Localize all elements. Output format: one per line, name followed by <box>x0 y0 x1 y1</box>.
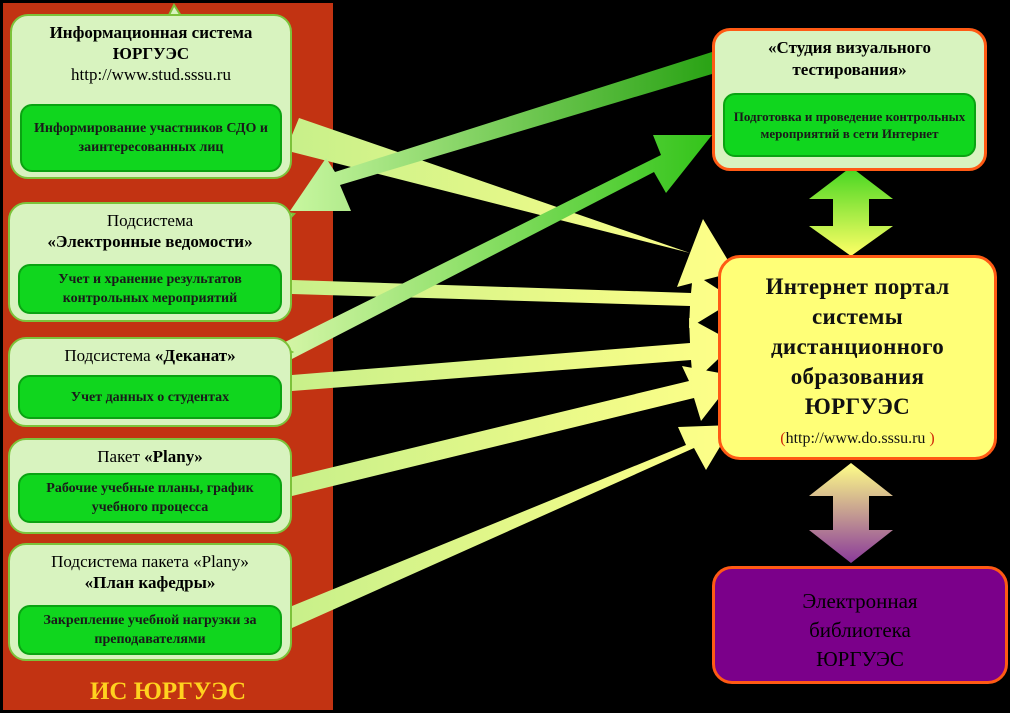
portal-url-line: (http://www.do.sssu.ru ) <box>721 430 994 448</box>
vedomosti-title-2: «Электронные ведомости» <box>47 232 253 251</box>
node-portal: Интернет портал системы дистанционного о… <box>718 255 997 460</box>
arrow-dekanat-to-portal <box>292 318 735 391</box>
plany-title-prefix: Пакет <box>97 447 145 466</box>
node-library: Электронная библиотека ЮРГУЭС <box>712 566 1008 684</box>
portal-url: http://www.do.sssu.ru <box>785 430 930 447</box>
portal-url-open: ( <box>780 430 786 447</box>
arrow-studio-to-vedomosti <box>290 52 712 211</box>
info-system-url: http://www.stud.sssu.ru <box>71 65 231 84</box>
info-system-title-2: ЮРГУЭС <box>112 44 190 63</box>
plan-kafedry-title: «План кафедры» <box>84 573 216 592</box>
node-dekanat: Подсистема «Деканат» Учет данных о студе… <box>8 337 292 427</box>
portal-title-3: дистанционного <box>770 334 944 359</box>
dekanat-desc: Учет данных о студентах <box>18 375 282 419</box>
arrow-plany-to-portal <box>292 366 736 496</box>
node-plan-kafedry: Подсистема пакета «Plany» «План кафедры»… <box>8 543 292 661</box>
dekanat-title: «Деканат» <box>154 346 236 365</box>
library-title-3: ЮРГУЭС <box>816 647 904 671</box>
studio-title-1: «Студия визуального <box>768 38 931 57</box>
arrow-studio-portal-double <box>809 167 893 256</box>
portal-title-5: ЮРГУЭС <box>804 394 911 419</box>
library-title-1: Электронная <box>802 589 918 613</box>
plan-kafedry-title-1: Подсистема пакета «Plany» <box>51 552 249 571</box>
arrow-plankafedry-to-portal <box>292 425 733 628</box>
plany-desc: Рабочие учебные планы, график учебного п… <box>18 473 282 523</box>
node-studio: «Студия визуального тестирования» Подгот… <box>712 28 987 171</box>
node-info-system: Информационная система ЮРГУЭС http://www… <box>10 14 292 179</box>
portal-title-2: системы <box>812 304 903 329</box>
panel-title: ИС ЮРГУЭС <box>89 678 247 705</box>
plany-title: «Plany» <box>144 447 203 466</box>
node-vedomosti: Подсистема «Электронные ведомости» Учет … <box>8 202 292 322</box>
dekanat-title-prefix: Подсистема <box>64 346 155 365</box>
vedomosti-desc: Учет и хранение результатов контрольных … <box>18 264 282 314</box>
portal-title-1: Интернет портал <box>765 274 950 299</box>
info-system-title: Информационная система <box>49 23 253 42</box>
library-title-2: библиотека <box>809 618 911 642</box>
portal-title-4: образования <box>790 364 925 389</box>
studio-desc: Подготовка и проведение контрольных меро… <box>723 93 976 157</box>
arrow-dekanat-to-studio <box>279 135 712 360</box>
studio-title-2: тестирования» <box>792 60 907 79</box>
portal-url-close: ) <box>929 430 935 447</box>
plan-kafedry-desc: Закрепление учебной нагрузки за преподав… <box>18 605 282 655</box>
node-plany: Пакет «Plany» Рабочие учебные планы, гра… <box>8 438 292 534</box>
info-system-desc: Информирование участников СДО и заинтере… <box>20 104 282 172</box>
vedomosti-title: Подсистема <box>106 211 194 230</box>
arrow-portal-library-double <box>809 463 893 563</box>
